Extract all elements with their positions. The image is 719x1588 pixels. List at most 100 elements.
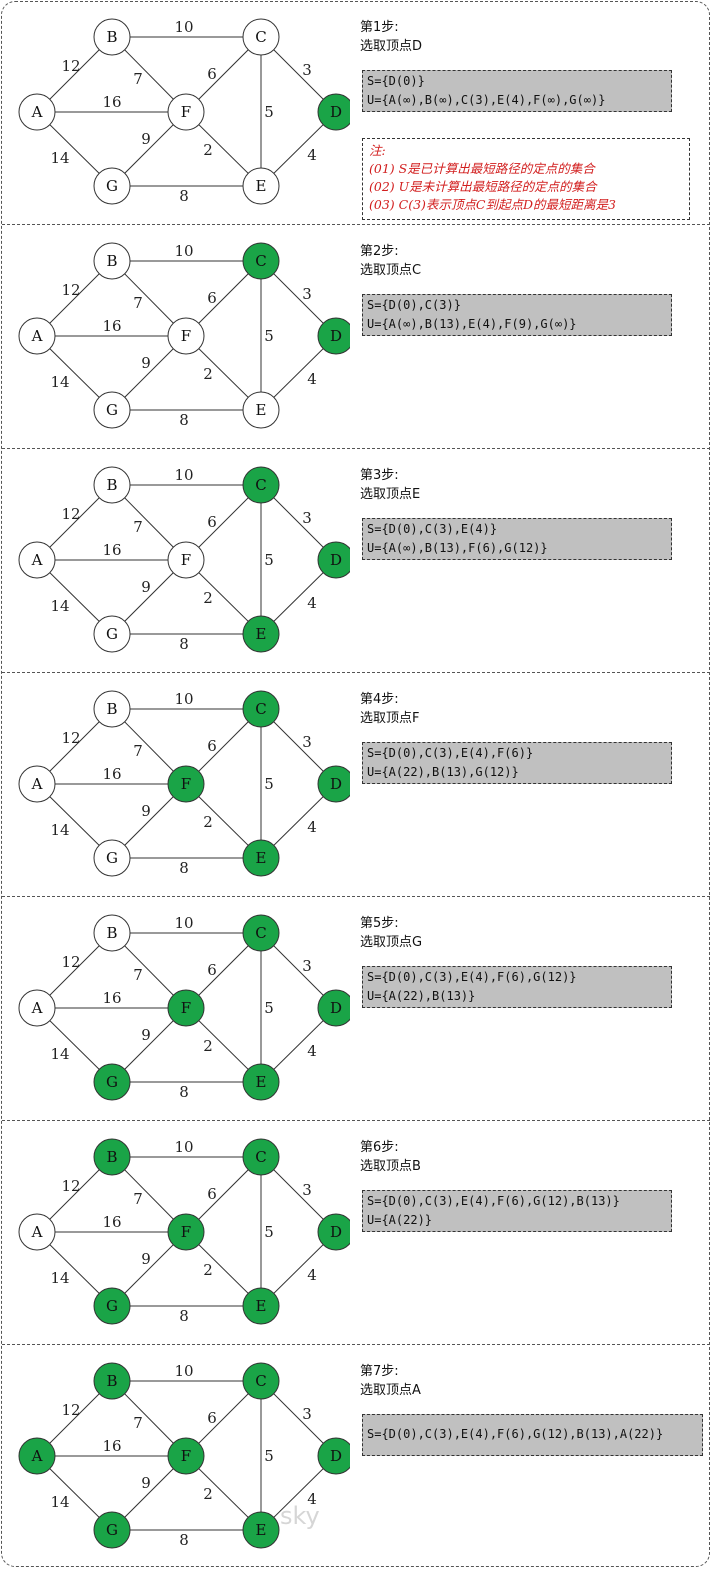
node-G (93, 615, 131, 653)
node-label-A: A (31, 999, 43, 1017)
step-title: 第1步:选取顶点D (360, 18, 422, 56)
node-label-C: C (255, 1372, 266, 1390)
node-label-B: B (106, 476, 117, 494)
node-label-A: A (31, 775, 43, 793)
node-F (167, 989, 205, 1027)
step-subtitle: 选取顶点F (360, 711, 420, 726)
node-label-F: F (181, 1223, 191, 1241)
node-A (18, 1437, 56, 1475)
edge-weight-G-E: 8 (179, 187, 189, 205)
node-label-C: C (255, 700, 266, 718)
node-label-D: D (330, 551, 342, 569)
node-A (18, 765, 56, 803)
set-s: S={D(0),C(3),E(4),F(6),G(12),B(13)} (367, 1194, 620, 1208)
edge-weight-C-F: 6 (207, 513, 217, 531)
node-B (93, 242, 131, 280)
set-u: U={A(22),B(13),G(12)} (367, 765, 519, 779)
set-box: S={D(0),C(3),E(4),F(6),G(12)}U={A(22),B(… (362, 966, 672, 1008)
node-B (93, 466, 131, 504)
node-F (167, 317, 205, 355)
node-G (93, 839, 131, 877)
node-F (167, 1213, 205, 1251)
edge-weight-F-E: 2 (203, 365, 213, 383)
node-label-G: G (106, 1297, 118, 1315)
edge-weight-A-G: 14 (50, 821, 69, 839)
node-label-A: A (31, 551, 43, 569)
node-label-A: A (31, 1447, 43, 1465)
edge-weight-D-E: 4 (307, 818, 317, 836)
edge-weight-D-E: 4 (307, 1266, 317, 1284)
node-A (18, 1213, 56, 1251)
step-title: 第6步:选取顶点B (360, 1138, 421, 1176)
node-label-F: F (181, 551, 191, 569)
node-label-A: A (31, 103, 43, 121)
node-label-D: D (330, 327, 342, 345)
step-divider (2, 1344, 710, 1345)
node-label-G: G (106, 177, 118, 195)
edge-weight-B-F: 7 (133, 518, 143, 536)
node-C (242, 690, 280, 728)
set-s: S={D(0),C(3),E(4),F(6),G(12)} (367, 970, 577, 984)
set-u: U={A(22)} (367, 1213, 433, 1227)
step-subtitle: 选取顶点A (360, 1383, 421, 1398)
outer-frame (1, 1, 710, 1567)
node-label-E: E (256, 849, 267, 867)
edge-weight-F-E: 2 (203, 1485, 213, 1503)
node-label-D: D (330, 775, 342, 793)
node-B (93, 1138, 131, 1176)
node-A (18, 93, 56, 131)
node-label-B: B (106, 1372, 117, 1390)
set-s: S={D(0),C(3),E(4),F(6),G(12),B(13),A(22)… (367, 1427, 664, 1441)
edge-weight-B-C: 10 (174, 18, 193, 36)
edge-weight-A-G: 14 (50, 1493, 69, 1511)
node-label-F: F (181, 1447, 191, 1465)
step-title: 第4步:选取顶点F (360, 690, 419, 728)
node-label-A: A (31, 327, 43, 345)
edge-weight-A-G: 14 (50, 1269, 69, 1287)
edge-weight-C-D: 3 (302, 1181, 312, 1199)
edge-weight-F-E: 2 (203, 1037, 213, 1055)
node-E (242, 167, 280, 205)
edge-weight-C-D: 3 (302, 1405, 312, 1423)
edge-weight-B-F: 7 (133, 742, 143, 760)
node-A (18, 541, 56, 579)
node-label-B: B (106, 252, 117, 270)
note-box: 注: (01) S是已计算出最短路径的定点的集合 (02) U是未计算出最短路径… (362, 138, 690, 220)
node-F (167, 765, 205, 803)
edge-weight-A-F: 16 (102, 317, 121, 335)
set-s: S={D(0),C(3),E(4),F(6)} (367, 746, 534, 760)
edge-weight-C-E: 5 (264, 775, 274, 793)
edge-weight-C-D: 3 (302, 285, 312, 303)
node-label-C: C (255, 28, 266, 46)
node-D (317, 1213, 350, 1251)
step-subtitle: 选取顶点C (360, 263, 422, 278)
set-s: S={D(0),C(3),E(4)} (367, 522, 498, 536)
node-label-C: C (255, 252, 266, 270)
node-G (93, 167, 131, 205)
step-title: 第2步:选取顶点C (360, 242, 421, 280)
edge-weight-C-D: 3 (302, 957, 312, 975)
node-label-B: B (106, 28, 117, 46)
edge-weight-C-F: 6 (207, 1409, 217, 1427)
edge-weight-B-C: 10 (174, 1138, 193, 1156)
node-E (242, 1063, 280, 1101)
watermark: sky (280, 1502, 320, 1530)
edge-weight-F-G: 9 (141, 578, 151, 596)
node-label-E: E (256, 1297, 267, 1315)
edge-weight-A-G: 14 (50, 597, 69, 615)
node-label-D: D (330, 1447, 342, 1465)
step-number: 第3步: (360, 468, 399, 483)
note-heading: 注: (369, 143, 386, 158)
node-label-E: E (256, 401, 267, 419)
node-label-F: F (181, 327, 191, 345)
node-label-G: G (106, 849, 118, 867)
node-label-A: A (31, 1223, 43, 1241)
edge-weight-A-F: 16 (102, 989, 121, 1007)
node-D (317, 93, 350, 131)
node-label-G: G (106, 401, 118, 419)
node-A (18, 317, 56, 355)
